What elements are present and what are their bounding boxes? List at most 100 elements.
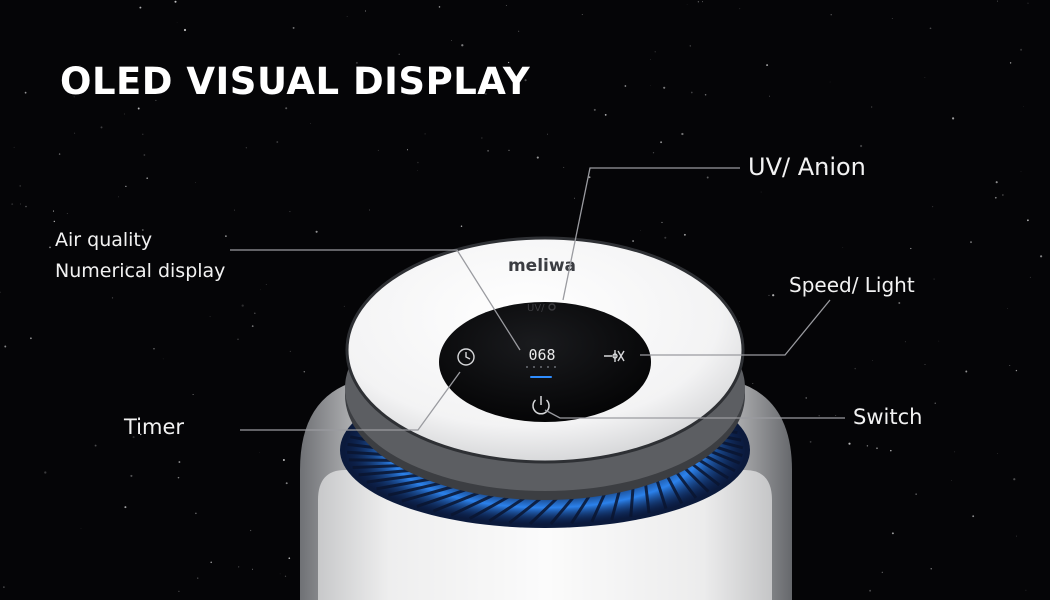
star [25,205,27,208]
star [660,141,663,144]
star [310,123,311,124]
star [951,480,952,481]
speed-light-leader [640,299,831,356]
star [924,77,926,78]
star [508,149,510,152]
star [406,149,409,151]
switch-label: Switch [853,405,923,429]
star [79,65,81,67]
air-quality-label-line1: Air quality [55,229,153,251]
star [910,247,912,250]
star [438,6,441,8]
uv-anion-icon[interactable]: UV/ [527,303,556,314]
star [697,1,700,3]
uv-anion-label: UV/ Anion [748,153,866,181]
star [890,449,892,452]
star [245,147,247,149]
star [398,53,400,56]
star [307,73,308,75]
oled-panel [439,302,651,422]
star [1007,308,1008,309]
star [137,107,140,110]
star [249,529,252,532]
star [706,176,709,179]
air-quality-label-line2: Numerical display [55,260,226,282]
power-icon[interactable] [532,396,550,415]
star [752,383,754,384]
star [934,402,936,404]
star [704,94,707,96]
timer-label: Timer [124,415,185,439]
star [461,44,464,47]
star [100,126,103,129]
star [192,394,194,395]
star [769,95,770,97]
star [238,566,240,568]
star [768,294,770,296]
star [739,8,741,10]
fan-blade [570,491,593,525]
star [518,30,520,32]
star [80,528,82,529]
air-quality-reading: 068 [528,346,555,364]
star [210,561,212,564]
star [346,16,348,17]
star [460,225,463,228]
fan-blade [358,468,416,477]
star [178,461,181,463]
star [997,453,999,455]
star [252,568,253,570]
star [1009,364,1011,367]
star [898,302,901,304]
star [683,233,686,236]
star [972,515,975,518]
callout-leader-lines [230,167,845,431]
fan-blade [680,464,710,493]
star [654,51,656,53]
star [835,415,837,416]
star [970,241,972,244]
star [881,571,883,573]
star [938,340,940,342]
reading-indicator-dots [526,366,556,368]
star [4,345,7,348]
uv-icon-text: UV/ [527,303,545,314]
star [1016,535,1017,537]
star [209,316,211,318]
star [13,146,15,148]
fan-blade [610,487,622,521]
star [661,221,663,223]
star [260,289,261,291]
star [197,577,199,579]
star [624,85,627,87]
star [593,108,596,111]
timer-leader [240,371,461,431]
star [1027,2,1029,4]
star [142,133,144,135]
star [871,106,873,108]
star [829,81,831,83]
star [3,586,5,588]
star [1039,255,1043,258]
star [1015,369,1018,372]
fan-blade [643,482,651,514]
star [536,156,539,159]
star [805,397,807,399]
star [842,246,844,248]
star [237,338,239,341]
star [930,568,932,570]
star [130,474,133,477]
star [809,441,812,443]
fan-speed-icon[interactable] [604,350,625,362]
star [650,59,651,61]
star [289,211,291,213]
star [994,196,997,199]
fan-blade [416,486,471,508]
star [146,177,149,180]
star [139,433,142,436]
star [233,209,235,211]
timer-icon[interactable] [457,348,475,366]
star [1002,194,1004,196]
star [73,96,75,98]
star [282,458,285,462]
